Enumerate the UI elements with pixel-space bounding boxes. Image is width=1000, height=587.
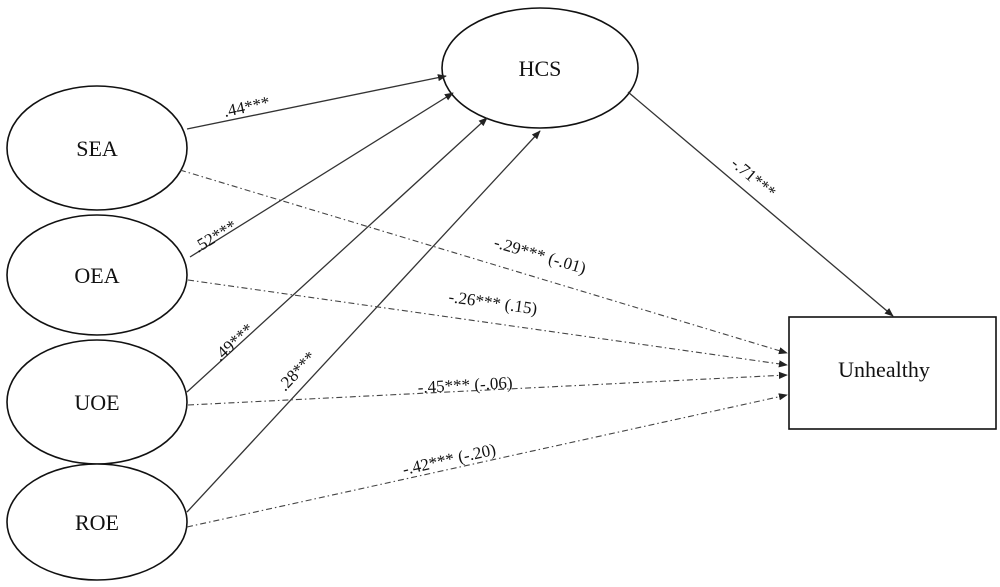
arrow-hcs-unhealthy bbox=[627, 91, 894, 317]
node-unhealthy bbox=[788, 316, 997, 430]
label-uoe-unhealthy: -.45*** (-.06) bbox=[417, 373, 513, 397]
arrow-uoe-unhealthy bbox=[187, 371, 788, 406]
node-roe bbox=[6, 463, 188, 581]
arrow-roe-unhealthy bbox=[186, 393, 788, 528]
arrow-sea-unhealthy bbox=[179, 169, 788, 355]
label-uoe-hcs: .49*** bbox=[210, 320, 257, 365]
label-roe-unhealthy: -.42*** (-.20) bbox=[401, 440, 498, 479]
node-sea-label: SEA bbox=[76, 136, 118, 161]
arrow-uoe-hcs bbox=[186, 117, 488, 393]
label-roe-hcs: .28*** bbox=[274, 348, 320, 395]
label-hcs-unhealthy: -.71*** bbox=[727, 154, 779, 202]
label-oea-unhealthy: -.26*** (.15) bbox=[447, 287, 538, 318]
label-sea-unhealthy: -.29*** (-.01) bbox=[492, 233, 588, 278]
node-oea-label: OEA bbox=[74, 263, 119, 288]
node-uoe-label: UOE bbox=[74, 390, 119, 415]
node-hcs-label: HCS bbox=[519, 56, 562, 81]
node-oea bbox=[6, 214, 188, 336]
label-oea-hcs: .52*** bbox=[190, 216, 240, 256]
node-roe-label: ROE bbox=[75, 510, 119, 535]
node-sea bbox=[6, 85, 188, 211]
arrow-roe-hcs bbox=[186, 130, 541, 513]
node-unhealthy-label: Unhealthy bbox=[838, 357, 930, 382]
arrow-oea-hcs bbox=[189, 92, 454, 258]
arrow-oea-unhealthy bbox=[187, 279, 788, 368]
node-hcs bbox=[441, 7, 639, 129]
arrow-sea-hcs bbox=[186, 74, 447, 130]
